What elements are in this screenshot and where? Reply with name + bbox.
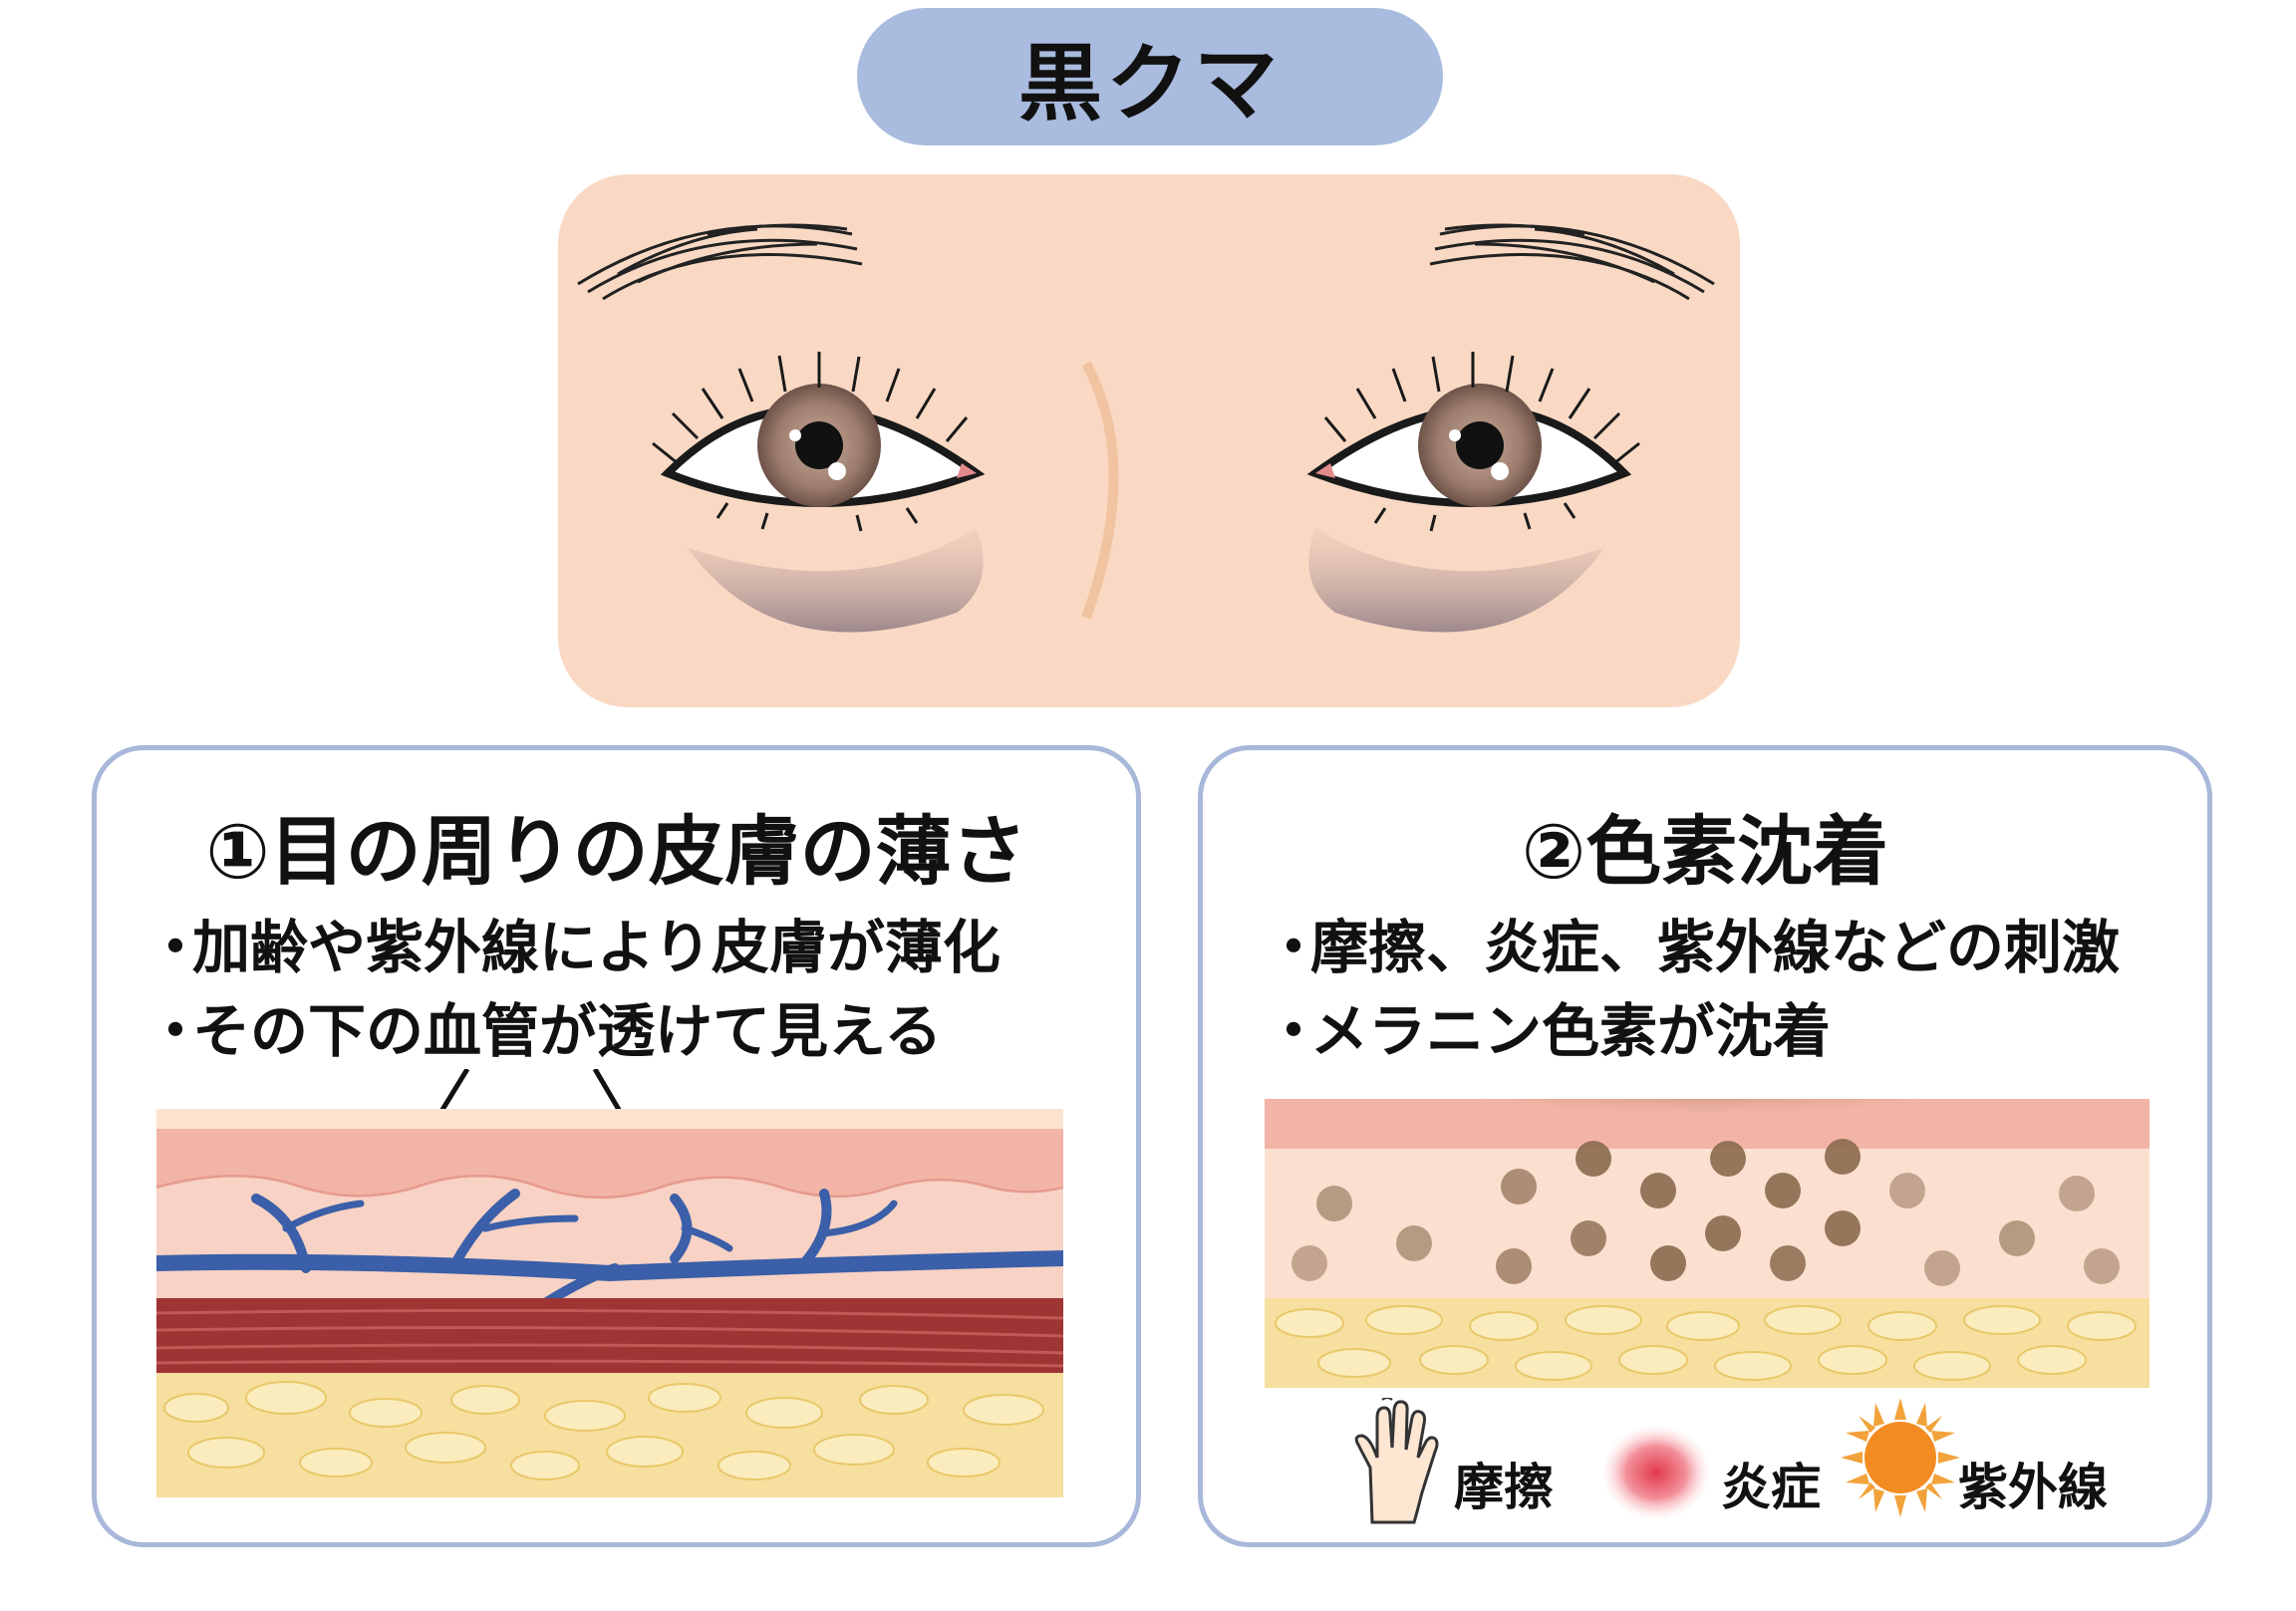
bullet-item: ・メラニン色素が沈着 — [1265, 997, 1832, 1065]
pigmentation-panel: ②色素沈着 ・摩擦、炎症、紫外線などの刺激 ・メラニン色素が沈着 — [1198, 745, 2212, 1547]
hand-icon — [1354, 1398, 1439, 1524]
pigmentation-heading: ②色素沈着 — [1521, 807, 1889, 896]
melanin-dots — [1292, 1139, 2120, 1286]
right-eyebrow — [1429, 223, 1715, 301]
page-title: 黒クマ — [1017, 34, 1282, 133]
sun-icon — [1841, 1398, 1960, 1517]
title-pill: 黒クマ — [857, 8, 1443, 145]
left-dark-circle — [688, 528, 984, 633]
nose-line — [1081, 361, 1119, 620]
face-illustration — [558, 174, 1740, 707]
bullet-item: ・その下の血管が透けて見える — [146, 997, 943, 1065]
thin-skin-panel: ①目の周りの皮膚の薄さ ・加齢や紫外線により皮膚が薄化 ・その下の血管が透けて見… — [92, 745, 1141, 1547]
thin-skin-heading: ①目の周りの皮膚の薄さ — [205, 807, 1027, 896]
right-eye — [1306, 352, 1640, 532]
inflammation-icon — [1601, 1425, 1711, 1520]
legend-uv-label: 紫外線 — [1958, 1459, 2108, 1516]
left-eyebrow — [577, 223, 863, 301]
thin-skin-bullets: ・加齢や紫外線により皮膚が薄化 ・その下の血管が透けて見える — [146, 906, 1001, 1073]
left-eye — [652, 352, 986, 532]
legend-inflammation-label: 炎症 — [1721, 1459, 1821, 1516]
bullet-item: ・摩擦、炎症、紫外線などの刺激 — [1265, 914, 2121, 981]
right-dark-circle — [1308, 528, 1604, 633]
skin-cross-section-vessels — [156, 1069, 1063, 1497]
legend: 摩擦 炎症 — [1342, 1398, 2159, 1527]
skin-cross-section-melanin — [1265, 1099, 2150, 1388]
pigmentation-bullets: ・摩擦、炎症、紫外線などの刺激 ・メラニン色素が沈着 — [1265, 906, 2120, 1073]
bullet-item: ・加齢や紫外線により皮膚が薄化 — [146, 914, 1001, 981]
fat-cells — [163, 1381, 1044, 1480]
legend-friction-label: 摩擦 — [1454, 1459, 1554, 1516]
